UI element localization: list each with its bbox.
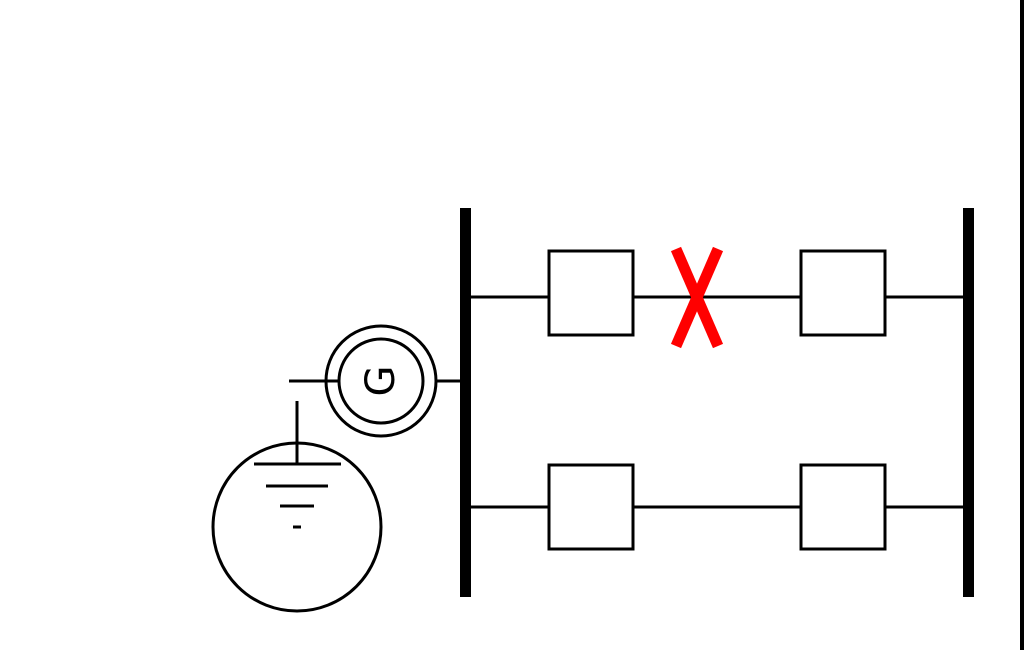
left-busbar	[460, 208, 471, 597]
generator-label: G	[358, 366, 404, 397]
fault-x-icon	[670, 246, 724, 349]
top-right-breaker	[799, 249, 887, 337]
generator-icon	[289, 324, 460, 438]
bottom-line	[471, 463, 963, 551]
ground-icon	[211, 401, 383, 613]
bottom-left-breaker	[547, 463, 635, 551]
right-busbar	[963, 208, 974, 597]
ground-circle	[211, 441, 383, 613]
right-edge-border	[1020, 0, 1024, 650]
top-left-breaker	[547, 249, 635, 337]
bottom-right-breaker	[799, 463, 887, 551]
top-line	[471, 249, 963, 337]
